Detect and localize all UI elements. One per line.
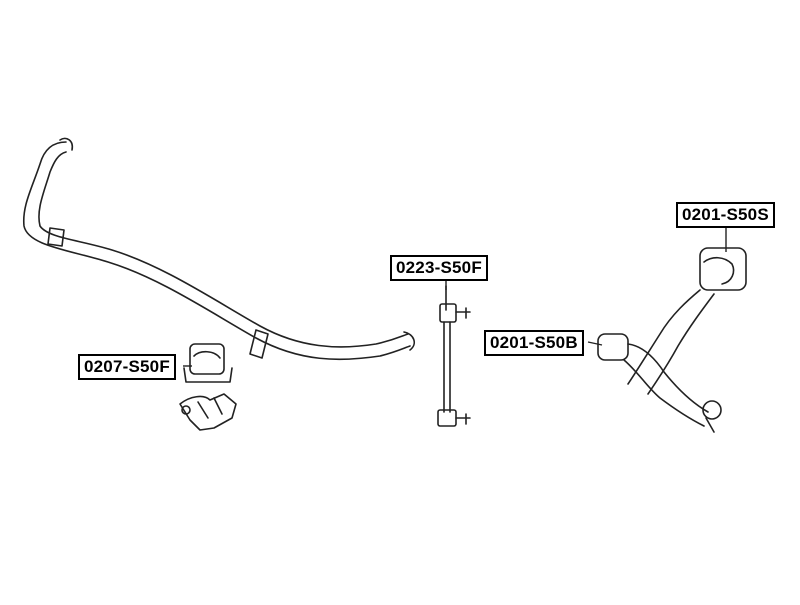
label-0207-s50f: 0207-S50F [78,354,176,380]
control-arm [597,247,747,433]
label-0201-s50s: 0201-S50S [676,202,775,228]
label-0201-s50b: 0201-S50B [484,330,584,356]
label-0223-s50f: 0223-S50F [390,255,488,281]
bar-bushing-clamp [179,343,237,431]
stabilizer-link [437,285,471,427]
stabilizer-bar [22,137,416,361]
